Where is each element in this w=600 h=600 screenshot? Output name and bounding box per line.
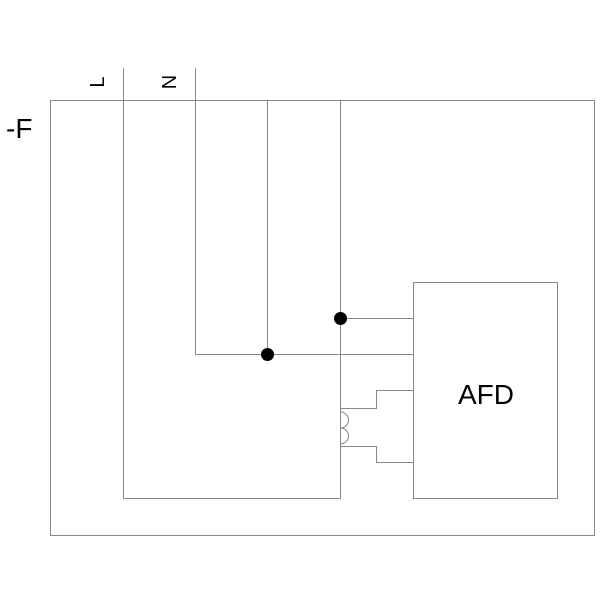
neutral-conductor <box>195 68 413 355</box>
afd-module-label: AFD <box>458 379 514 410</box>
device-enclosure <box>50 100 595 536</box>
device-label: -F <box>6 113 32 144</box>
afd-module-box <box>413 282 558 499</box>
junction-dot-line <box>334 312 347 325</box>
coil-lead-upper <box>340 390 413 409</box>
coil-symbol <box>340 411 349 445</box>
terminal-label-neutral: N <box>159 75 181 89</box>
terminal-label-line: L <box>87 76 109 87</box>
line-conductor <box>123 68 341 499</box>
coil-lead-lower <box>340 446 413 463</box>
junction-dot-neutral <box>261 348 274 361</box>
